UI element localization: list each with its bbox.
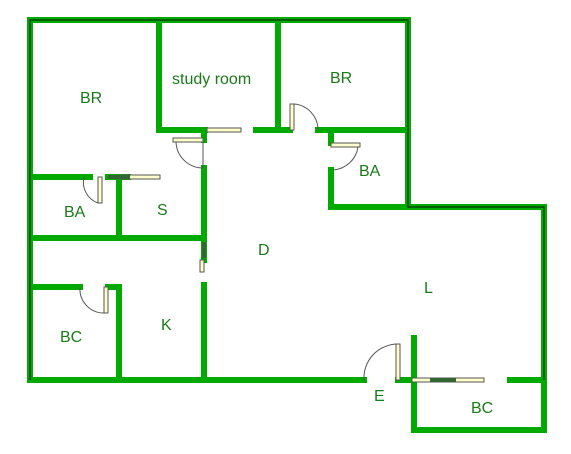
label-bath-right: BA <box>359 163 381 180</box>
label-balcony-right: BC <box>471 400 493 417</box>
label-living: L <box>424 280 433 297</box>
door-bath-right[interactable] <box>330 142 361 171</box>
label-bedroom-left: BR <box>80 90 102 107</box>
door-bedroom-left[interactable] <box>172 137 204 169</box>
door-entrance[interactable] <box>363 343 401 381</box>
door-storage[interactable] <box>199 242 206 273</box>
doors <box>79 103 485 383</box>
door-balcony-right[interactable] <box>411 377 485 383</box>
room-labels: BR study room BR BA BA S D L K BC E BC <box>60 70 493 417</box>
label-entrance: E <box>374 388 385 405</box>
label-balcony-left: BC <box>60 329 82 346</box>
label-bedroom-right: BR <box>330 70 352 87</box>
balcony-right-wall <box>411 377 547 433</box>
walls <box>27 17 547 433</box>
outer-wall-right-step <box>405 127 547 383</box>
label-study-room: study room <box>172 71 251 88</box>
outer-wall-core <box>29 19 545 380</box>
door-study[interactable] <box>206 127 242 133</box>
label-dining: D <box>258 242 270 259</box>
label-bath-left: BA <box>64 204 86 221</box>
door-balcony-left[interactable] <box>79 286 109 314</box>
label-kitchen: K <box>161 317 172 334</box>
label-storage: S <box>157 202 168 219</box>
bath-right-wall-bottom <box>328 167 411 210</box>
door-bedroom-right[interactable] <box>289 103 319 131</box>
door-bath-left[interactable] <box>82 174 161 204</box>
